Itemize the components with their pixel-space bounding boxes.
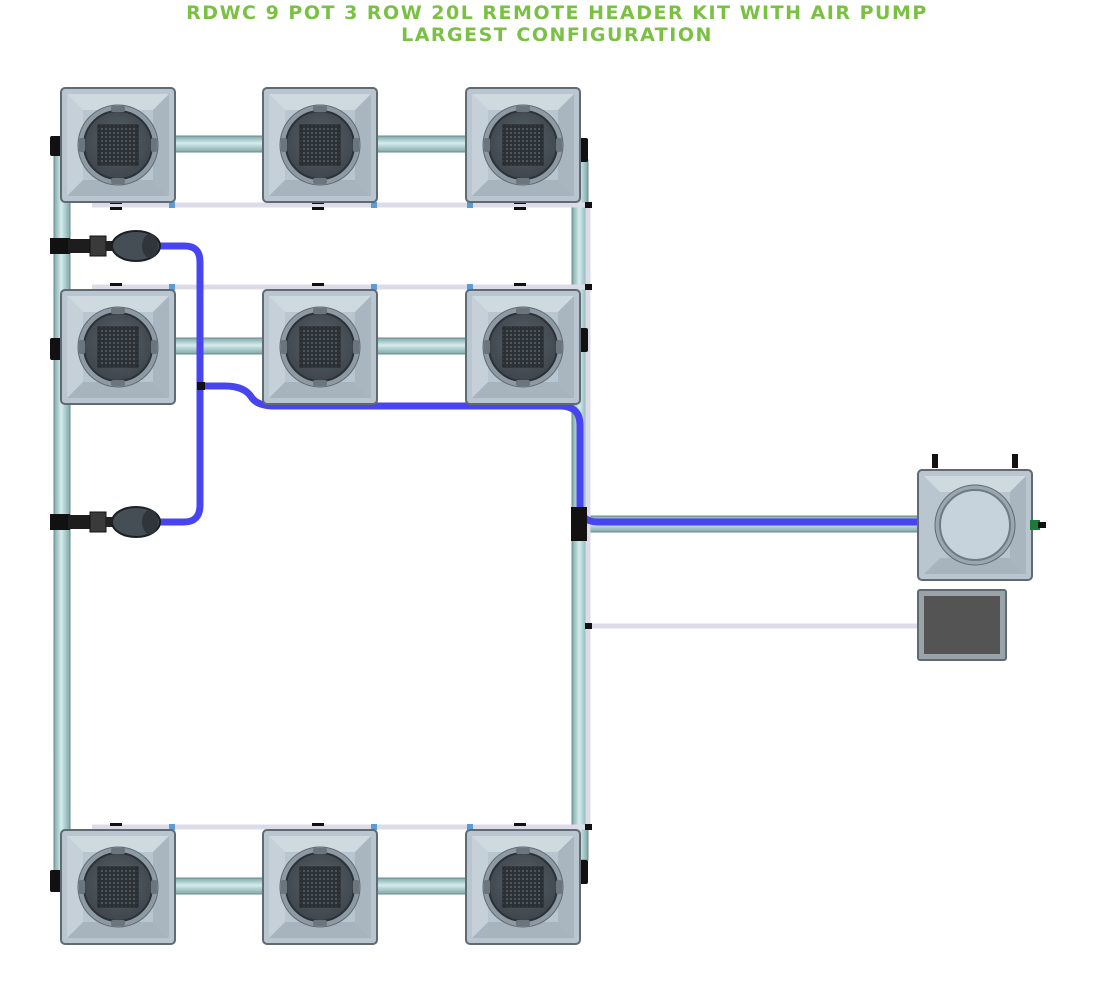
return-line-fitting <box>197 382 205 390</box>
pot-top-2 <box>262 87 378 203</box>
diagram-title: RDWC 9 POT 3 ROW 20L REMOTE HEADER KIT W… <box>0 2 1114 46</box>
title-line-1: RDWC 9 POT 3 ROW 20L REMOTE HEADER KIT W… <box>186 2 928 24</box>
pot-bottom-2 <box>262 829 378 945</box>
pot-bottom-1 <box>60 829 176 945</box>
return-line <box>198 382 926 526</box>
pump-inlet-left-upper <box>68 230 161 262</box>
pot-middle-1 <box>60 289 176 405</box>
pot-top-1 <box>60 87 176 203</box>
pot-middle-3 <box>465 289 581 405</box>
pot-bottom-3 <box>465 829 581 945</box>
title-line-2: LARGEST CONFIGURATION <box>401 24 713 46</box>
pot-middle-2 <box>262 289 378 405</box>
pump-inlet-left-lower <box>68 506 161 538</box>
air-nozzles <box>169 202 473 830</box>
pots-layer <box>60 87 581 945</box>
pot-top-3 <box>465 87 581 203</box>
header-tank <box>917 454 1046 581</box>
air-pump <box>917 589 1007 661</box>
